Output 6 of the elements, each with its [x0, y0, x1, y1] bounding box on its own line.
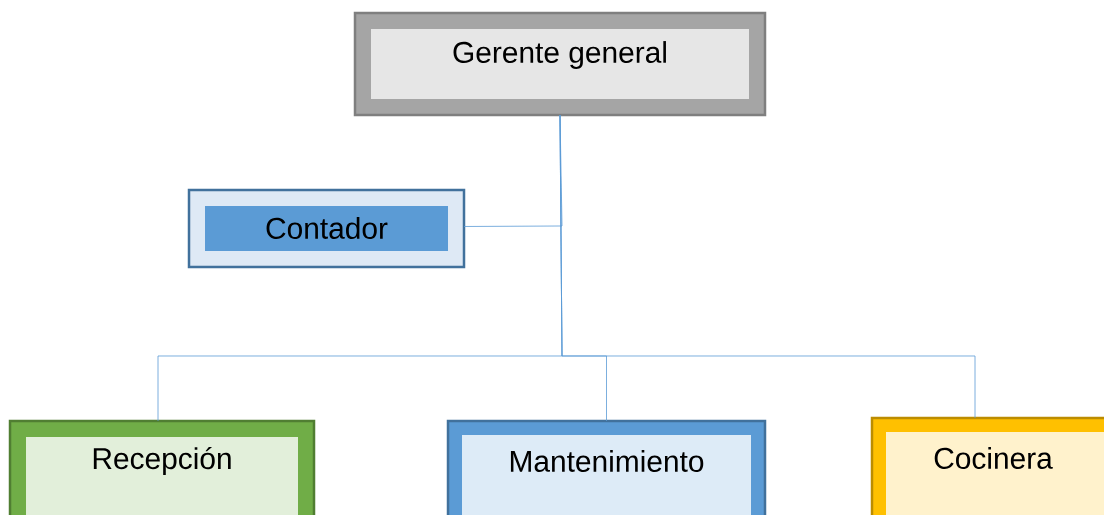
org-box: Cocinera	[870, 416, 1104, 515]
connector-line	[559, 114, 976, 419]
org-box: Recepción	[8, 419, 316, 515]
org-box: Gerente general	[353, 11, 767, 117]
org-box: Mantenimiento	[446, 419, 767, 515]
org-box: Contador	[187, 188, 466, 269]
